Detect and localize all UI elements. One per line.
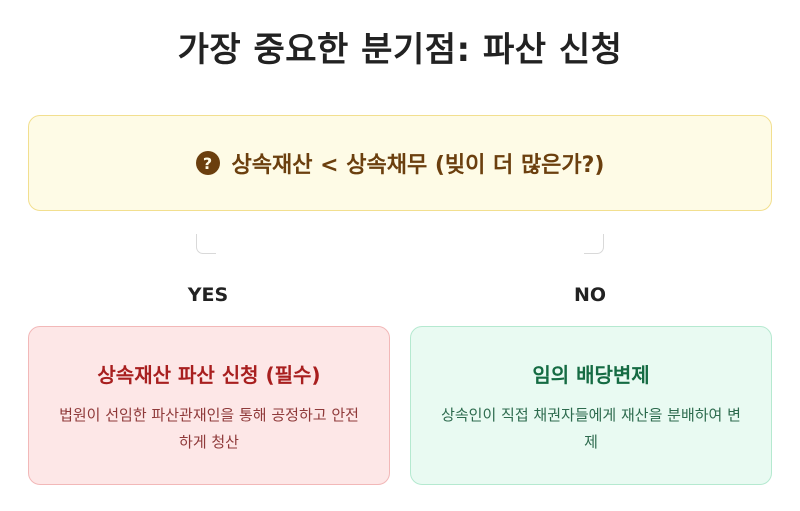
no-connector-line	[584, 234, 604, 254]
yes-outcome-description: 법원이 선임한 파산관재인을 통해 공정하고 안전하게 청산	[59, 406, 359, 451]
question-circle-icon: ?	[195, 151, 220, 175]
yes-branch-label: YES	[187, 284, 229, 306]
no-branch-label: NO	[573, 284, 607, 306]
page-title: 가장 중요한 분기점: 파산 신청	[177, 30, 623, 70]
yes-connector-line	[196, 234, 216, 254]
no-outcome-card: 임의 배당변제 상속인이 직접 채권자들에게 재산을 분배하여 변제	[410, 326, 772, 485]
no-outcome-title: 임의 배당변제	[532, 363, 650, 387]
no-outcome-description: 상속인이 직접 채권자들에게 재산을 분배하여 변제	[441, 406, 741, 451]
yes-outcome-title: 상속재산 파산 신청 (필수)	[97, 363, 321, 387]
decision-question-box: ? 상속재산 < 상속채무 (빚이 더 많은가?)	[28, 115, 772, 211]
yes-outcome-card: 상속재산 파산 신청 (필수) 법원이 선임한 파산관재인을 통해 공정하고 안…	[28, 326, 390, 485]
decision-question-text: 상속재산 < 상속채무 (빚이 더 많은가?)	[231, 153, 605, 178]
